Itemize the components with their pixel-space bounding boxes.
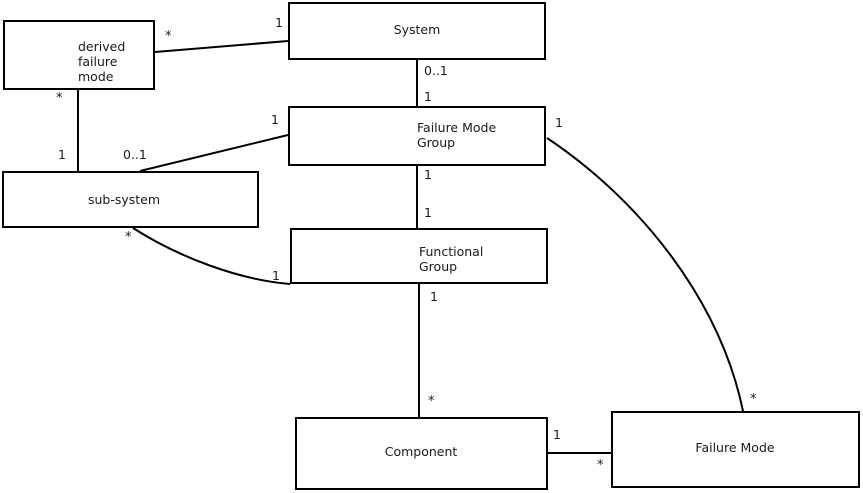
- edge-sub-system-to-functional-group: [132, 227, 291, 285]
- multiplicity-mult-sub-to-fg-near-fg: 1: [272, 268, 280, 283]
- node-system[interactable]: [288, 2, 546, 60]
- multiplicity-mult-derived-to-sub-system-near-sub: 1: [58, 147, 66, 162]
- edge-derived-to-system: [154, 40, 289, 53]
- multiplicity-mult-sub-to-fg-near-sub: *: [125, 230, 132, 245]
- multiplicity-mult-fmg-to-sub-near-sub: 0..1: [123, 147, 147, 162]
- node-failure-mode[interactable]: [611, 411, 860, 488]
- node-component[interactable]: [295, 417, 548, 490]
- edge-failure-mode-group-to-failure-mode: [546, 137, 744, 412]
- multiplicity-mult-fmg-to-fm-near-fmg: 1: [555, 115, 563, 130]
- node-label-system: System: [393, 22, 441, 37]
- node-label-sub-system: sub-system: [87, 192, 161, 207]
- multiplicity-mult-fmg-to-fg-near-fmg: 1: [424, 167, 432, 182]
- multiplicity-mult-fmg-to-fm-near-fm: *: [750, 392, 757, 407]
- node-label-functional-group: Functional Group: [419, 244, 484, 274]
- multiplicity-mult-derived-to-system-near-system: 1: [275, 15, 283, 30]
- multiplicity-mult-derived-to-sub-system-near-derived: *: [56, 91, 63, 106]
- multiplicity-mult-component-to-fm-near-component: 1: [553, 427, 561, 442]
- edge-failure-mode-group-to-sub-system: [139, 134, 289, 172]
- multiplicity-mult-component-to-fm-near-fm: *: [597, 458, 604, 473]
- node-sub-system[interactable]: [2, 171, 259, 228]
- multiplicity-mult-fg-to-component-near-component: *: [428, 394, 435, 409]
- multiplicity-mult-system-to-fmg-near-fmg: 1: [424, 89, 432, 104]
- node-failure-mode-group[interactable]: [288, 106, 546, 166]
- node-label-derived-failure-mode: derived failure mode: [78, 39, 126, 84]
- node-label-failure-mode-group: Failure Mode Group: [417, 120, 497, 150]
- multiplicity-mult-system-to-fmg-near-system: 0..1: [424, 63, 448, 78]
- multiplicity-mult-fg-to-component-near-fg: 1: [430, 289, 438, 304]
- multiplicity-mult-fmg-to-sub-near-fmg: 1: [271, 112, 279, 127]
- multiplicity-mult-fmg-to-fg-near-fg: 1: [424, 205, 432, 220]
- node-functional-group[interactable]: [290, 228, 548, 284]
- node-label-failure-mode: Failure Mode: [695, 440, 775, 455]
- node-derived-failure-mode[interactable]: [3, 20, 155, 90]
- multiplicity-mult-derived-to-system-near-derived: *: [165, 29, 172, 44]
- node-label-component: Component: [384, 444, 458, 459]
